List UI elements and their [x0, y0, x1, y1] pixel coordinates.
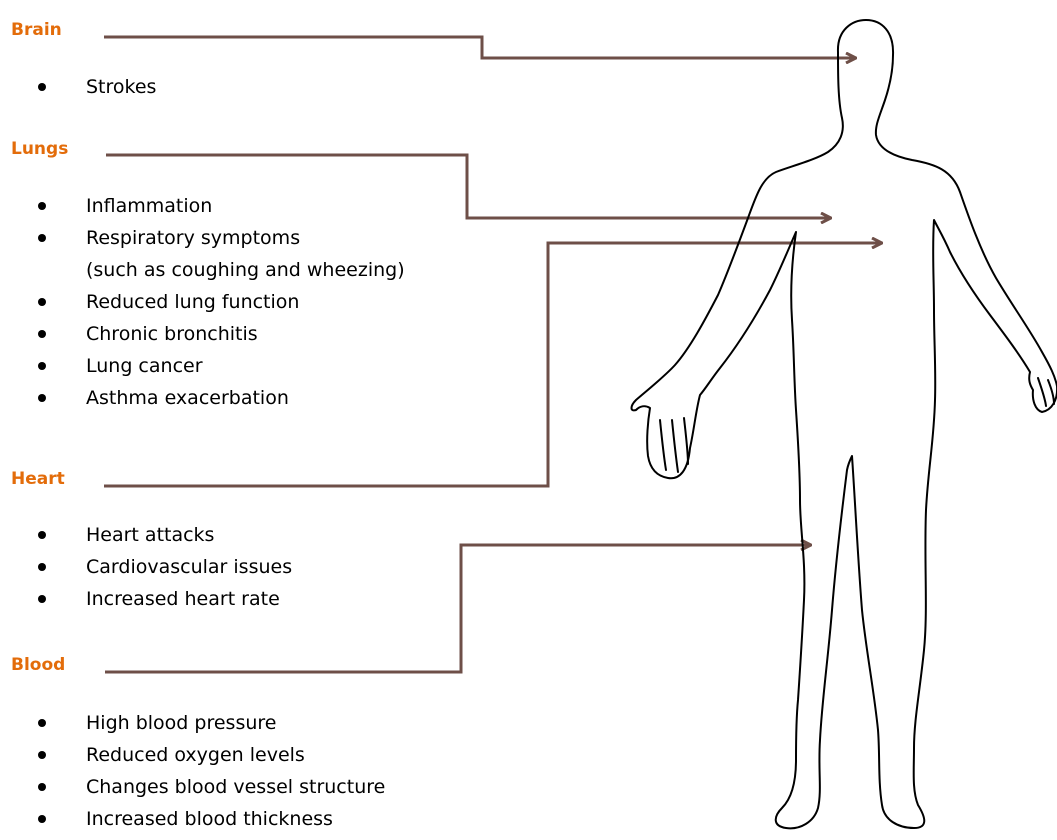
- human-body-outline: [632, 20, 1057, 828]
- blood-connector-arrow: [105, 545, 810, 672]
- lungs-connector-arrow: [106, 155, 830, 218]
- brain-connector-arrow: [104, 37, 855, 58]
- heart-connector-arrow: [104, 243, 881, 486]
